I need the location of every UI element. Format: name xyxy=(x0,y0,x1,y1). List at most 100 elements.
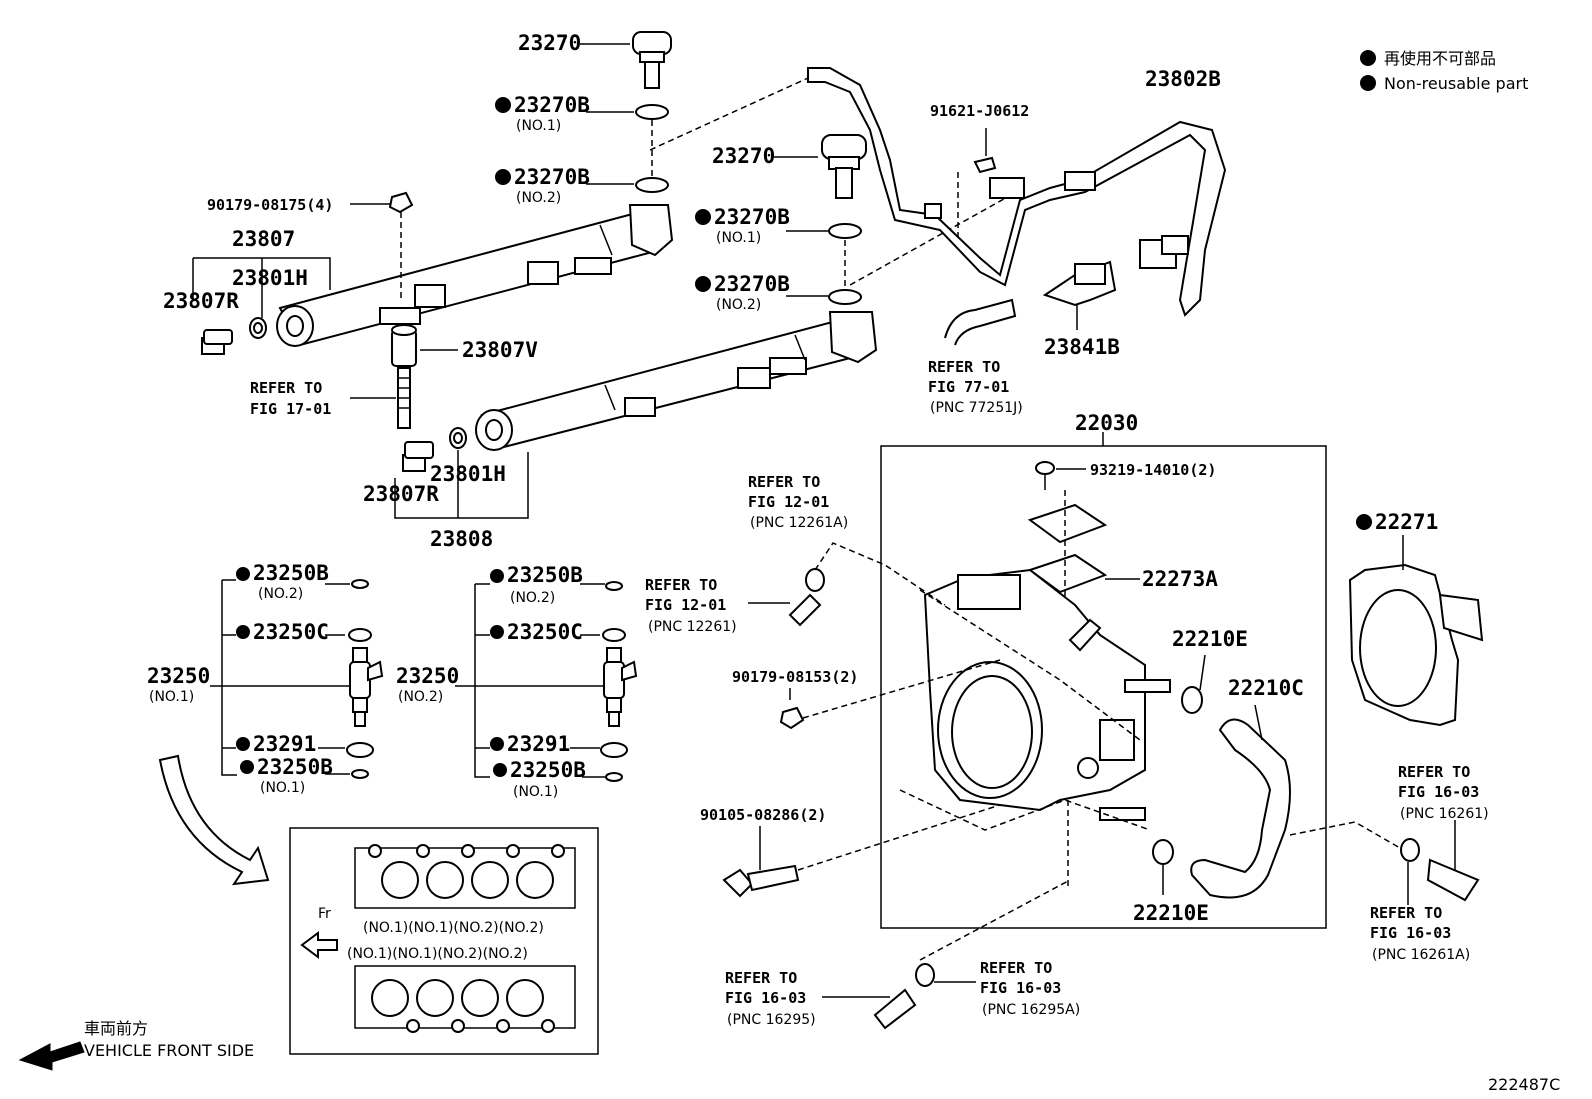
non-reusable-dot-icon xyxy=(490,625,504,639)
ref-17-01-line2: FIG 17-01 xyxy=(250,400,331,418)
bolt-90105-08286 xyxy=(746,864,800,892)
label-23250b-r-no2: 23250B xyxy=(507,563,583,587)
ref-12-01a-line3: (PNC 12261A) xyxy=(750,515,848,531)
label-22273a: 22273A xyxy=(1142,567,1218,591)
oring-23250b-no2-r xyxy=(605,581,623,591)
cylinder-bore xyxy=(461,979,499,1017)
legend-jp: 再使用不可部品 xyxy=(1384,49,1496,68)
cover-plate xyxy=(1027,503,1108,544)
label-23270b-no2-top-sub: (NO.2) xyxy=(516,190,561,206)
cyl-labels-lower: (NO.1)(NO.1)(NO.2)(NO.2) xyxy=(347,946,528,962)
water-pipe xyxy=(1099,807,1146,821)
nut-90179-08153 xyxy=(779,706,805,730)
label-23250b-r-no2-sub: (NO.2) xyxy=(510,590,555,606)
clip-16261a xyxy=(1400,838,1420,862)
label-23807: 23807 xyxy=(232,227,295,251)
rail-band xyxy=(794,334,806,361)
cylinder-bore xyxy=(416,979,454,1017)
tube-connector-lock xyxy=(1161,235,1189,255)
injector-body xyxy=(606,697,622,713)
ref-77-01-line2: FIG 77-01 xyxy=(928,378,1009,396)
label-91621-j0612: 91621-J0612 xyxy=(930,102,1029,120)
non-reusable-dot-icon xyxy=(236,625,250,639)
label-23250b-l-no1-sub: (NO.1) xyxy=(260,780,305,796)
cylinder-bore xyxy=(471,861,509,899)
bolt-hole xyxy=(416,844,430,858)
legend: 再使用不可部品 Non-reusable part xyxy=(1360,49,1528,93)
cylinder-bore xyxy=(516,861,554,899)
ref-17-01-line1: REFER TO xyxy=(250,379,322,397)
legend-en: Non-reusable part xyxy=(1384,74,1528,93)
injector-top xyxy=(352,647,368,663)
bolt-hole xyxy=(406,1019,420,1033)
ref-12-01a-line2: FIG 12-01 xyxy=(748,493,829,511)
label-23291-r: 23291 xyxy=(507,732,570,756)
hose-stub-77-01 xyxy=(944,298,1017,346)
injector-nozzle xyxy=(608,711,620,727)
non-reusable-dot-icon xyxy=(695,209,711,225)
label-23807r-top: 23807R xyxy=(163,289,239,313)
label-23250c-r: 23250C xyxy=(507,620,583,644)
label-23250b-r-no1-sub: (NO.1) xyxy=(513,784,558,800)
engine-layout-box: (NO.1)(NO.1)(NO.2)(NO.2) (NO.1)(NO.1)(NO… xyxy=(289,827,599,1055)
hose-stub-12261 xyxy=(788,593,822,627)
injector-body xyxy=(352,697,368,713)
bolt-hole xyxy=(496,1019,510,1033)
cylinder-bore xyxy=(381,861,419,899)
bolt-hole xyxy=(551,844,565,858)
label-23250b-r-no1: 23250B xyxy=(510,758,586,782)
rail-end-block xyxy=(628,204,674,257)
pulsation-damper-23270-mid xyxy=(821,134,867,160)
cylinder-bore xyxy=(426,861,464,899)
label-23802b: 23802B xyxy=(1145,67,1221,91)
label-23841b: 23841B xyxy=(1044,335,1120,359)
ref-16-03-261a-line2: FIG 16-03 xyxy=(1370,924,1451,942)
ref-16-03-295-line3: (PNC 16295) xyxy=(727,1012,816,1028)
assembly-line xyxy=(919,879,1071,961)
assembly-line xyxy=(919,589,1141,741)
front-arrow-icon xyxy=(300,931,338,959)
hose-stub-16295 xyxy=(873,988,917,1030)
ref-16-03-295a-line1: REFER TO xyxy=(980,959,1052,977)
figure-id: 222487C xyxy=(1488,1075,1560,1094)
injector-nozzle xyxy=(354,711,366,727)
mount-tab xyxy=(769,357,807,375)
clip-22210e-bot xyxy=(1152,839,1174,865)
label-23270b-no2-mid-sub: (NO.2) xyxy=(716,297,761,313)
ref-12-01-line1: REFER TO xyxy=(645,576,717,594)
injector-connector xyxy=(621,660,638,682)
front-label: Fr xyxy=(318,906,331,922)
ref-12-01-line2: FIG 12-01 xyxy=(645,596,726,614)
oring-23270b-no1-mid xyxy=(828,223,862,239)
assembly-line xyxy=(649,77,809,151)
ref-77-01-line1: REFER TO xyxy=(928,358,1000,376)
injector-group-left xyxy=(210,579,384,779)
label-23801h-bot: 23801H xyxy=(430,462,506,486)
head-outline-upper xyxy=(354,847,576,909)
injector-boss xyxy=(737,367,771,389)
tube-body xyxy=(807,67,1227,317)
plug-thread xyxy=(203,329,233,345)
label-23270b-no1-mid: 23270B xyxy=(714,205,790,229)
non-reusable-dot-icon xyxy=(495,97,511,113)
assembly-line xyxy=(899,789,1151,831)
injector-group-right xyxy=(455,581,638,782)
vehicle-front-en: VEHICLE FRONT SIDE xyxy=(84,1041,254,1060)
plug-23807r-top xyxy=(201,317,267,355)
clamp-body xyxy=(1074,263,1106,285)
tube-clip xyxy=(1064,171,1096,191)
label-90105-08286: 90105-08286(2) xyxy=(700,806,826,824)
label-23270b-no2-mid: 23270B xyxy=(714,272,790,296)
injector-boss xyxy=(624,397,656,417)
non-reusable-dot-icon xyxy=(240,760,254,774)
leader-22210e-top xyxy=(1199,654,1206,691)
label-23250b-l-no1: 23250B xyxy=(257,755,333,779)
bolt-hole xyxy=(506,844,520,858)
bolt-hole xyxy=(461,844,475,858)
label-23270b-no1-mid-sub: (NO.1) xyxy=(716,230,761,246)
leader-23808 xyxy=(394,450,529,519)
hose-22210c xyxy=(1190,718,1291,899)
bolt-90179-08175 xyxy=(388,191,414,300)
gasket-22271 xyxy=(1348,535,1484,727)
